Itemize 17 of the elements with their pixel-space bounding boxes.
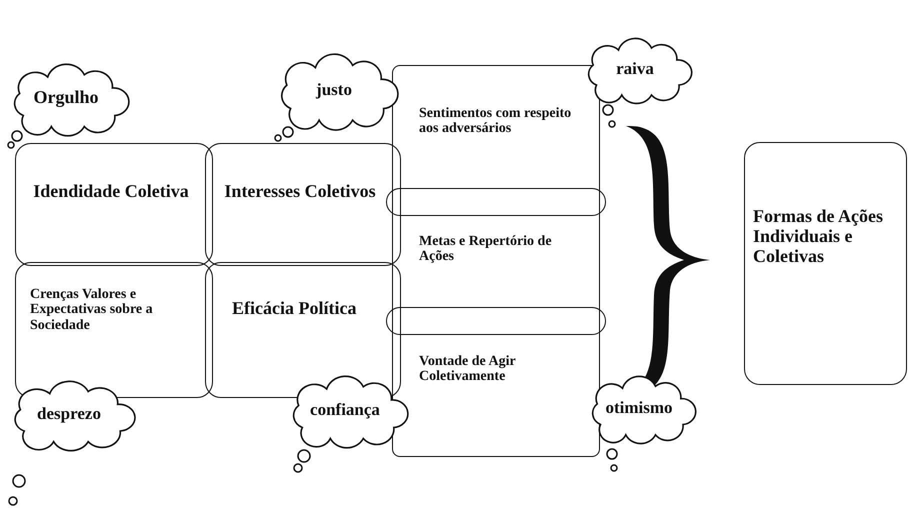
cloud-label: confiança [309,400,381,420]
cloud-label: raiva [615,60,655,78]
concept-box [205,143,401,266]
box-label: Sentimentos com respeito aos adversários [419,106,572,137]
box-label: Metas e Repertório de Ações [419,234,553,265]
cloud-label: desprezo [36,404,102,424]
box-label: Crenças Valores e Expectativas sobre a Sociedade [30,287,154,334]
concept-box [744,142,907,385]
box-label: Interesses Coletivos [223,182,377,202]
box-label: Vontade de Agir Coletivamente [419,354,516,385]
box-label: Idendidade Coletiva [32,182,190,202]
cloud-label: Orgulho [32,88,100,108]
concept-box [15,143,213,266]
box-label: Eficácia Política [232,299,358,319]
cloud-label: otimismo [604,398,674,418]
cloud-label: justo [314,80,353,100]
box-label: Formas de Ações Individuais e Coletivas [753,207,884,266]
